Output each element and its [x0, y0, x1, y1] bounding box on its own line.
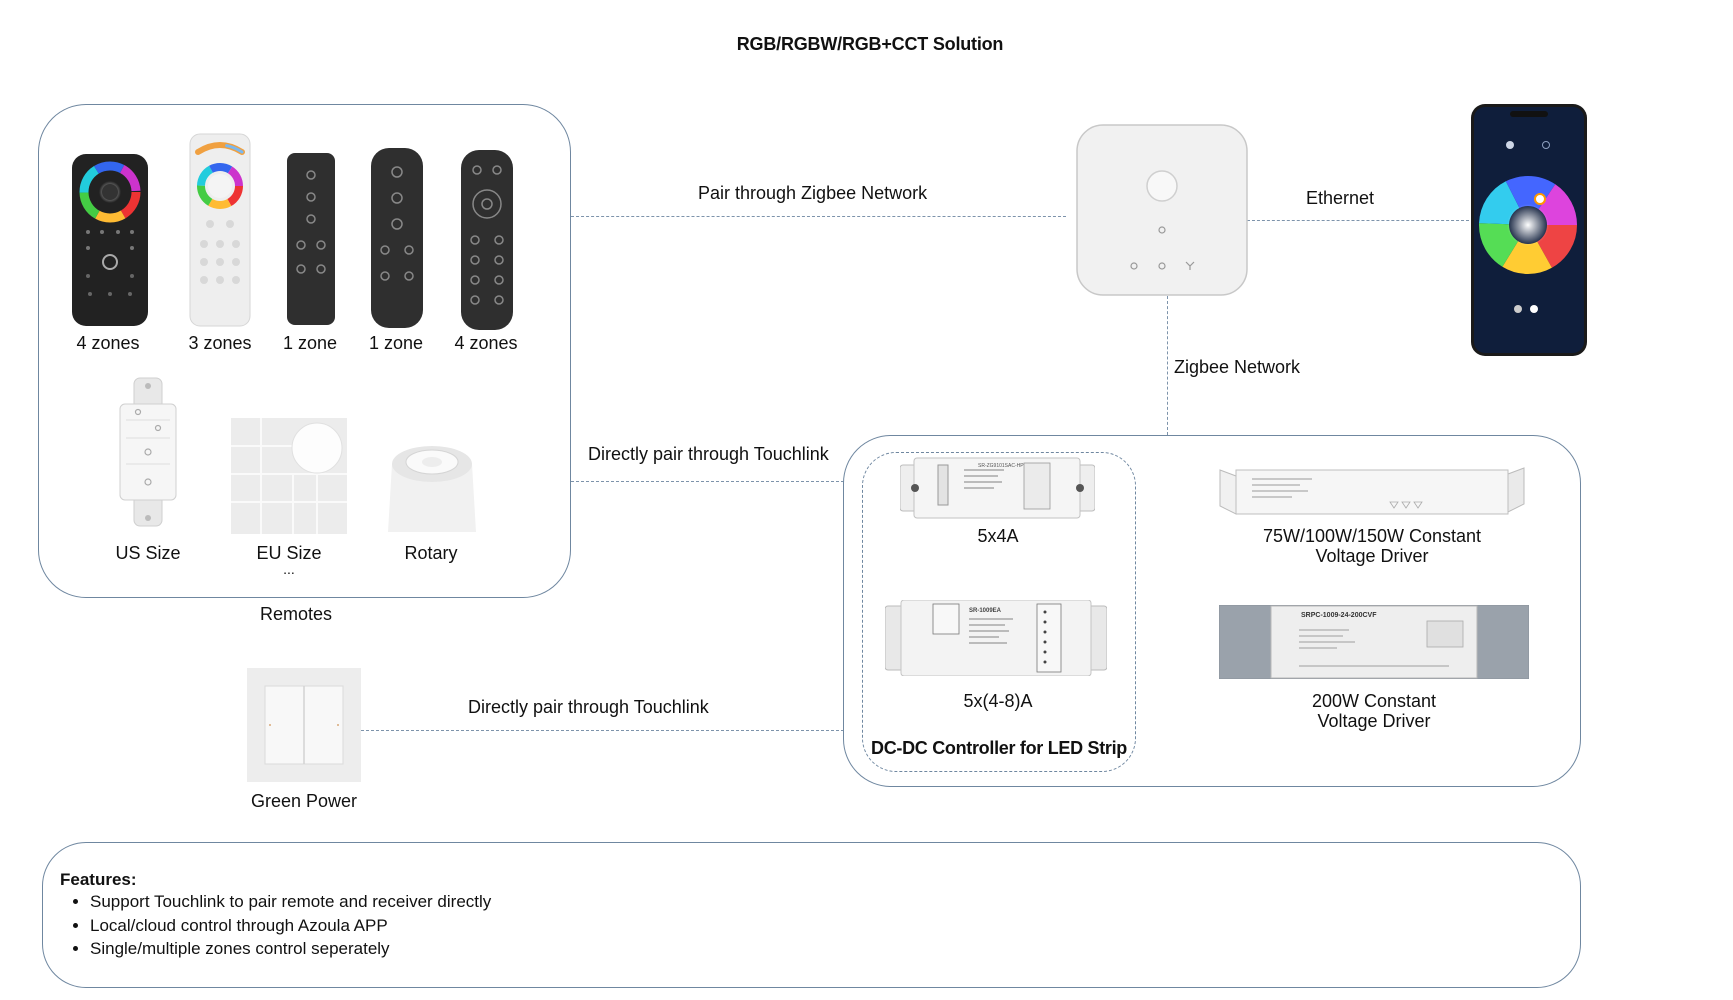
page-title: RGB/RGBW/RGB+CCT Solution [736, 34, 1004, 54]
driver-200w-label-line1: 200W Constant [1311, 691, 1437, 711]
zigbee-pair-label: Pair through Zigbee Network [698, 183, 928, 203]
remote-1-zone-rounded [369, 146, 425, 330]
us-size-wall-remote [116, 376, 180, 528]
zigbee-pair-line [571, 216, 1066, 217]
features-list: Support Touchlink to pair remote and rec… [60, 890, 491, 961]
touchlink-remotes-label: Directly pair through Touchlink [588, 444, 829, 464]
touchlink-green-line [361, 730, 844, 731]
remote-label-5: 4 zones [454, 333, 518, 353]
driver-200w-device-text: SRPC-1009-24-200CVF [1301, 612, 1377, 619]
feature-item: Support Touchlink to pair remote and rec… [90, 890, 491, 914]
remote-3-zones-white [188, 132, 252, 328]
features-box [42, 842, 1581, 988]
controller-subgroup-box [862, 452, 1136, 772]
remotes-group-label: Remotes [259, 604, 333, 624]
remote-label-2: 3 zones [188, 333, 252, 353]
driver-75-150w-device [1212, 462, 1532, 520]
remote-1-zone-slim [285, 151, 337, 327]
zigbee-network-label: Zigbee Network [1174, 357, 1301, 377]
remotes-group-box [38, 104, 571, 598]
driver-75-150w-label-line2: Voltage Driver [1315, 546, 1429, 566]
rotary-label: Rotary [404, 543, 458, 563]
controller-5x4a-device-text: SR-ZG9101SAC-HP [978, 463, 1024, 469]
touchlink-remotes-line [571, 481, 844, 482]
remote-label-1: 4 zones [76, 333, 140, 353]
driver-200w-label-line2: Voltage Driver [1317, 711, 1431, 731]
eu-size-ellipsis: ... [283, 561, 295, 577]
remote-4-zones-rounded [459, 148, 515, 332]
us-size-label: US Size [115, 543, 181, 563]
zigbee-network-line [1167, 296, 1168, 435]
remote-4-zones-color-wheel [70, 152, 150, 328]
driver-75-150w-label-line1: 75W/100W/150W Constant [1262, 526, 1482, 546]
remote-label-4: 1 zone [368, 333, 424, 353]
smartphone-app [1470, 103, 1588, 357]
controller-group-label: DC-DC Controller for LED Strip [871, 738, 1127, 758]
eu-size-wall-remote [231, 418, 347, 534]
remote-label-3: 1 zone [282, 333, 338, 353]
controller-5x4a-device: SR-ZG9101SAC-HP [900, 457, 1095, 519]
features-title: Features: [60, 870, 137, 889]
controller-5x4a-label: 5x4A [977, 526, 1019, 546]
rotary-remote [384, 442, 480, 534]
feature-item: Single/multiple zones control seperately [90, 937, 491, 961]
ethernet-line [1247, 220, 1469, 221]
controller-5x4-8a-device-text: SR-1009EA [969, 608, 1002, 614]
feature-item: Local/cloud control through Azoula APP [90, 914, 491, 938]
driver-200w-device: SRPC-1009-24-200CVF [1219, 605, 1529, 679]
eu-size-label: EU Size [256, 543, 322, 563]
ethernet-label: Ethernet [1306, 188, 1375, 208]
receivers-group-box [843, 435, 1581, 787]
green-power-label: Green Power [250, 791, 358, 811]
zigbee-gateway-hub [1076, 124, 1248, 296]
features-content: Features: Support Touchlink to pair remo… [60, 870, 491, 961]
touchlink-green-label: Directly pair through Touchlink [468, 697, 709, 717]
controller-5x4-8a-label: 5x(4-8)A [963, 691, 1033, 711]
green-power-switch [247, 668, 361, 782]
controller-5x4-8a-device: SR-1009EA [885, 600, 1107, 676]
